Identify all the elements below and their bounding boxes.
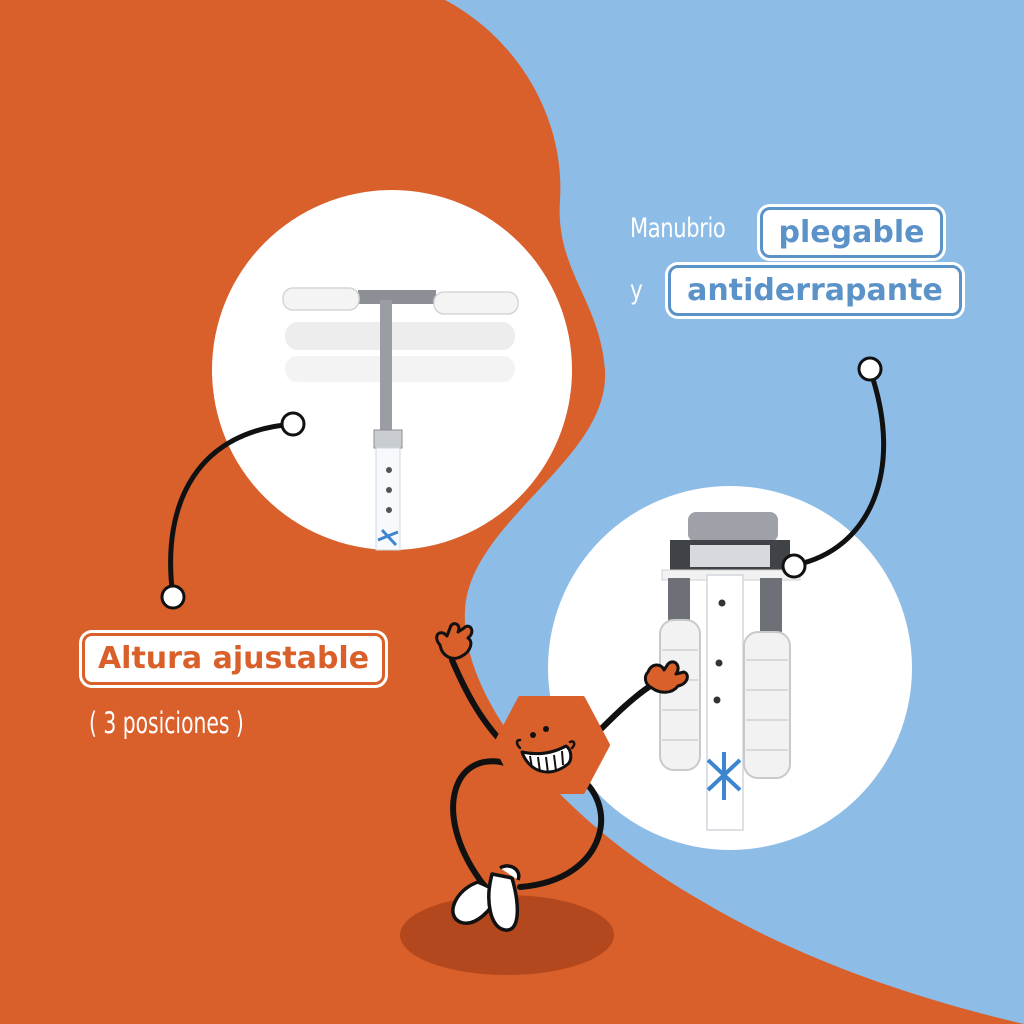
folding-connector-line <box>792 367 886 568</box>
folding-connector-dot-bottom <box>781 553 807 579</box>
folding-connector-text: y <box>630 275 643 306</box>
folding-prefix-text: Manubrio <box>630 213 726 244</box>
height-connector-dot-bottom <box>160 584 186 610</box>
folding-highlight-plegable: plegable <box>760 207 943 258</box>
height-connector-dot-top <box>280 411 306 437</box>
height-highlight-altura: Altura ajustable <box>82 633 385 685</box>
folding-highlight-antiderrapante: antiderrapante <box>668 265 962 316</box>
height-note-text: ( 3 posiciones ) <box>89 706 244 740</box>
folding-handlebar-photo <box>548 486 912 850</box>
mascot-character <box>435 622 689 932</box>
folding-connector-dot-top <box>857 356 883 382</box>
height-connector-line <box>168 421 298 600</box>
adjustable-height-photo <box>212 190 572 551</box>
